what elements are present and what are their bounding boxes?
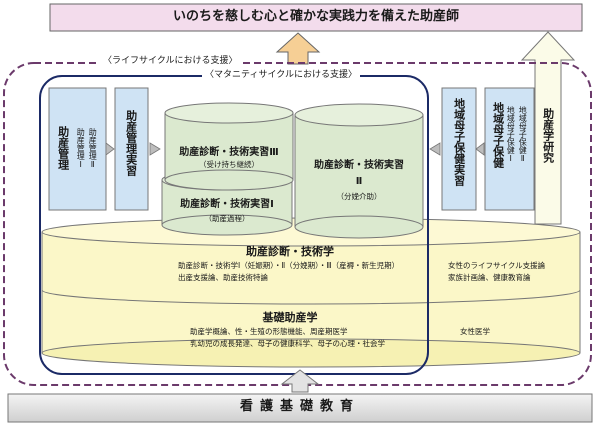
admin-ii-label: 助産管理Ⅱ	[88, 128, 98, 169]
block-community	[484, 87, 535, 211]
admin-big-label: 助産管理	[56, 126, 70, 170]
basic-right: 女性医学	[460, 327, 490, 336]
cylinder-ii-title: 助産診断・技術実習	[314, 160, 404, 171]
research-label: 助産学研究	[541, 108, 555, 163]
research-arrow	[520, 31, 576, 225]
cylinder-iii-sub: （受け持ち継続）	[199, 160, 259, 169]
foundation-label: 看護基礎教育	[239, 399, 360, 414]
community-i-label: 地域母子保健Ⅰ	[506, 106, 516, 163]
block-admin	[48, 87, 107, 211]
maternity-frame-label: 〈マタニティサイクルにおける支援〉	[202, 70, 361, 81]
basic-title: 基礎助産学	[262, 311, 318, 324]
community-practice-label: 地域母子保健実習	[452, 98, 466, 186]
cylinder-i-sub: （助産過程）	[204, 214, 250, 223]
foundation-arrow	[280, 369, 320, 393]
diag-line1: 助産診断・技術学Ⅰ（妊娠期）・Ⅱ（分娩期）・Ⅲ（産褥・新生児期）	[178, 261, 400, 270]
lifecycle-frame-label: 〈ライフサイクルにおける支援〉	[100, 56, 241, 67]
arrow-right-1	[105, 142, 115, 156]
diag-right1: 女性のライフサイクル支援論	[448, 261, 546, 270]
foundation-banner	[7, 393, 593, 423]
diag-line2: 出産支援論、助産技術特論	[178, 273, 268, 282]
page-title: いのちを慈しむ心と確かな実践力を備えた助産師	[172, 9, 459, 24]
orange-up-arrow	[275, 32, 321, 65]
admin-i-label: 助産管理Ⅰ	[76, 128, 86, 169]
basic-line1: 助産学概論、性・生殖の形態機能、周産期医学	[190, 327, 348, 336]
diag-title: 助産診断・技術学	[246, 245, 334, 258]
admin-practice-label: 助産管理実習	[124, 110, 138, 176]
cylinder-iii	[164, 102, 294, 191]
community-big-label: 地域母子保健	[491, 102, 505, 168]
cylinder-ii-num: Ⅱ	[355, 176, 363, 187]
title-banner	[49, 3, 583, 32]
block-admin-practice	[114, 87, 149, 211]
community-ii-label: 地域母子保健Ⅱ	[518, 106, 528, 163]
cylinder-i-title: 助産診断・技術実習Ⅰ	[180, 199, 274, 210]
diag-right2: 家族計画論、健康教育論	[448, 273, 531, 282]
cylinder-ii	[294, 103, 424, 239]
arrow-left-1	[429, 142, 441, 156]
arrow-right-2	[149, 142, 161, 156]
arrow-left-2	[475, 142, 485, 156]
cylinder-ii-sub: （分娩介助）	[336, 192, 382, 201]
cylinder-iii-title: 助産診断・技術実習Ⅲ	[179, 147, 279, 158]
basic-line2: 乳幼児の成長発達、母子の健康科学、母子の心理・社会学	[190, 339, 385, 348]
